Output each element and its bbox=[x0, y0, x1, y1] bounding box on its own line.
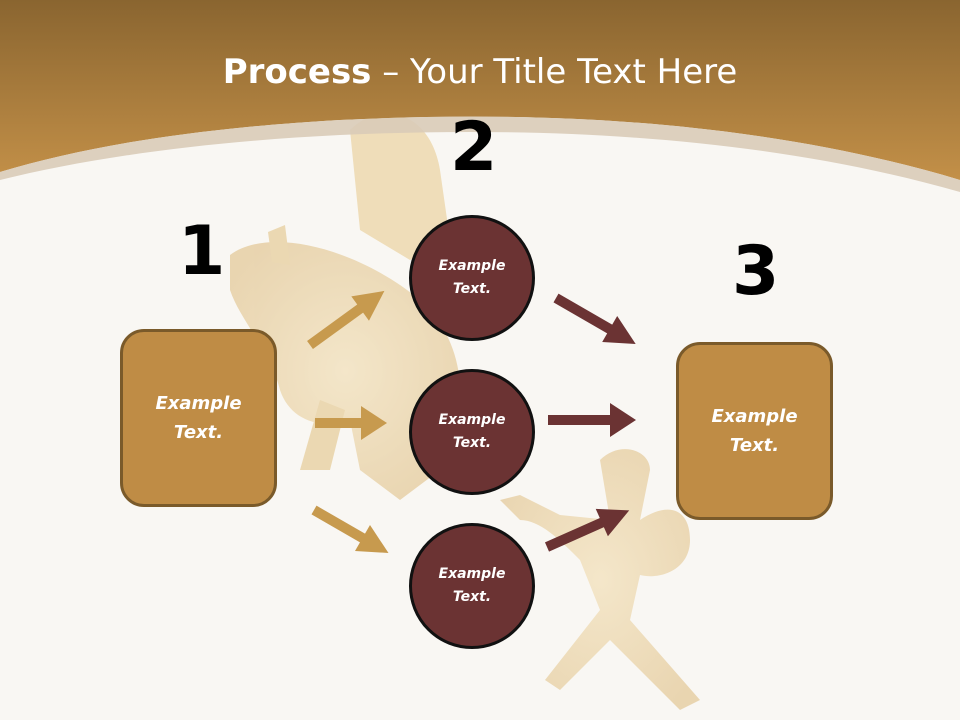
step-number-1: 1 bbox=[178, 212, 226, 291]
right-process-box[interactable]: Example Text. bbox=[676, 342, 833, 520]
left-box-text: Example Text. bbox=[155, 393, 242, 443]
left-process-box[interactable]: Example Text. bbox=[120, 329, 277, 507]
title-bold: Process bbox=[222, 52, 372, 92]
arrow-left-to-middle bbox=[315, 406, 387, 440]
title-rest: – Your Title Text Here bbox=[371, 52, 738, 92]
circle-bottom[interactable]: Example Text. bbox=[409, 523, 535, 649]
circle-middle-text: Example Text. bbox=[438, 412, 506, 451]
step-number-3: 3 bbox=[732, 232, 780, 311]
arrow-bottom-to-right bbox=[544, 508, 630, 552]
arrow-left-to-top bbox=[307, 290, 385, 350]
right-box-text: Example Text. bbox=[711, 406, 798, 456]
header-band bbox=[0, 0, 960, 180]
step-number-2: 2 bbox=[450, 108, 498, 187]
arrow-left-to-bottom bbox=[311, 505, 389, 553]
arrow-top-to-right bbox=[553, 293, 636, 344]
background-illustration bbox=[230, 113, 700, 710]
arrows-maroon bbox=[544, 293, 636, 552]
arrow-middle-to-right bbox=[548, 403, 636, 437]
arrows-gold bbox=[307, 290, 389, 553]
slide-title: Process – Your Title Text Here bbox=[0, 52, 960, 92]
circle-top-text: Example Text. bbox=[438, 258, 506, 297]
circle-middle[interactable]: Example Text. bbox=[409, 369, 535, 495]
circle-top[interactable]: Example Text. bbox=[409, 215, 535, 341]
header-swoosh bbox=[0, 116, 960, 192]
circle-bottom-text: Example Text. bbox=[438, 566, 506, 605]
